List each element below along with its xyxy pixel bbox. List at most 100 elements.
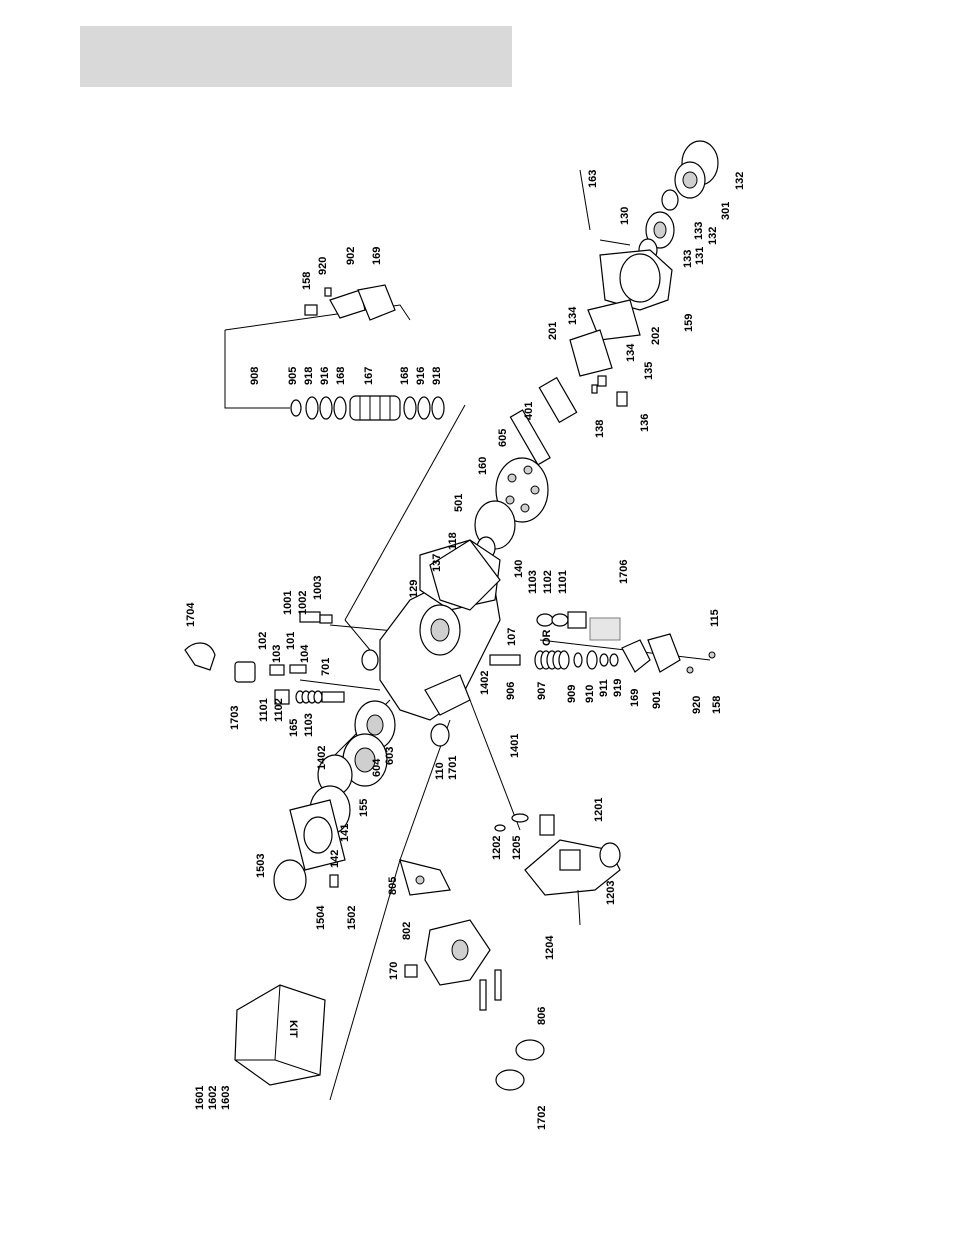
label-118: 118 [447, 532, 459, 550]
label-1706: 1706 [618, 560, 630, 584]
mount-802 [399, 859, 545, 1091]
label-604: 604 [371, 758, 383, 777]
label-902: 902 [345, 247, 357, 265]
label-911: 911 [598, 679, 610, 697]
label-136: 136 [639, 414, 651, 432]
label-1402b: 1402 [479, 671, 491, 695]
label-102: 102 [257, 632, 269, 650]
label-918: 918 [303, 367, 315, 385]
label-170: 170 [388, 962, 400, 980]
label-603: 603 [384, 747, 396, 765]
label-1703: 1703 [229, 706, 241, 730]
label-115: 115 [709, 609, 721, 627]
kit-box: KIT [234, 984, 326, 1086]
label-401: 401 [523, 402, 535, 420]
label-103: 103 [271, 645, 283, 663]
label-1503: 1503 [255, 854, 267, 878]
label-OR: OR [541, 629, 553, 646]
label-905: 905 [287, 367, 299, 385]
label-909: 909 [566, 685, 578, 703]
label-1201: 1201 [593, 798, 605, 822]
label-1102: 1102 [542, 570, 554, 594]
label-906: 906 [505, 682, 517, 700]
header-bar [80, 26, 512, 87]
label-104: 104 [299, 644, 311, 663]
label-918b: 918 [431, 367, 443, 385]
label-1003: 1003 [312, 576, 324, 600]
label-141: 141 [339, 824, 351, 842]
label-1101b: 1101 [258, 698, 270, 722]
label-1205: 1205 [511, 836, 523, 860]
label-160: 160 [477, 457, 489, 475]
label-1202: 1202 [491, 836, 503, 860]
label-1704: 1704 [185, 602, 197, 627]
label-908: 908 [249, 367, 261, 385]
label-805: 805 [387, 877, 399, 895]
gasket-137 [429, 539, 501, 611]
label-163: 163 [587, 170, 599, 188]
bracket-1201 [494, 813, 621, 926]
label-1502: 1502 [346, 906, 358, 930]
label-920: 920 [691, 696, 703, 714]
flange-1503 [273, 799, 346, 901]
valve-cluster [536, 611, 621, 641]
label-135: 135 [643, 362, 655, 380]
label-167: 167 [363, 367, 375, 385]
label-1601: 1601 [194, 1086, 206, 1110]
label-907: 907 [536, 682, 548, 700]
label-701: 701 [320, 658, 332, 676]
label-1101: 1101 [557, 570, 569, 594]
label-916b: 916 [415, 367, 427, 385]
label-134: 134 [567, 306, 579, 325]
label-138: 138 [594, 420, 606, 438]
label-605: 605 [497, 429, 509, 447]
label-1001: 1001 [282, 591, 294, 615]
label-1204: 1204 [544, 935, 556, 960]
label-1102b: 1102 [273, 698, 285, 722]
label-129: 129 [408, 580, 420, 598]
label-158b: 158 [301, 272, 313, 290]
label-142: 142 [329, 850, 341, 868]
label-1701: 1701 [447, 756, 459, 780]
label-130: 130 [619, 207, 631, 225]
label-159: 159 [683, 314, 695, 332]
label-202: 202 [650, 327, 662, 345]
label-910: 910 [584, 685, 596, 703]
label-140: 140 [513, 560, 525, 578]
label-1103b: 1103 [303, 713, 315, 737]
label-1702: 1702 [536, 1106, 548, 1130]
label-501: 501 [453, 494, 465, 512]
label-1402: 1402 [316, 746, 328, 770]
label-1504: 1504 [315, 905, 327, 930]
label-1603: 1603 [220, 1086, 232, 1110]
label-916: 916 [319, 367, 331, 385]
label-158: 158 [711, 696, 723, 714]
label-920b: 920 [317, 257, 329, 275]
label-110: 110 [434, 762, 446, 780]
label-137: 137 [431, 554, 443, 572]
label-132b: 132 [734, 172, 746, 190]
label-169b: 169 [371, 247, 383, 265]
label-131: 131 [694, 247, 706, 265]
label-1401: 1401 [509, 734, 521, 758]
label-201: 201 [547, 322, 559, 340]
part-number-labels: 163 130 133 131 133 132 301 132 159 202 … [185, 170, 746, 1130]
label-1602: 1602 [207, 1086, 219, 1110]
shaft-assembly [474, 140, 719, 560]
label-1002: 1002 [297, 591, 309, 615]
label-132: 132 [707, 227, 719, 245]
label-301: 301 [720, 202, 732, 220]
label-168: 168 [335, 367, 347, 385]
label-802: 802 [401, 922, 413, 940]
label-919: 919 [612, 679, 624, 697]
label-806: 806 [536, 1007, 548, 1025]
label-168b: 168 [399, 367, 411, 385]
cover-stack-top [232, 284, 445, 421]
label-133b: 133 [693, 222, 705, 240]
label-169: 169 [629, 689, 641, 707]
kit-label: KIT [287, 1020, 299, 1038]
fittings [184, 611, 345, 705]
cover-stack [489, 633, 716, 674]
label-165: 165 [288, 719, 300, 737]
